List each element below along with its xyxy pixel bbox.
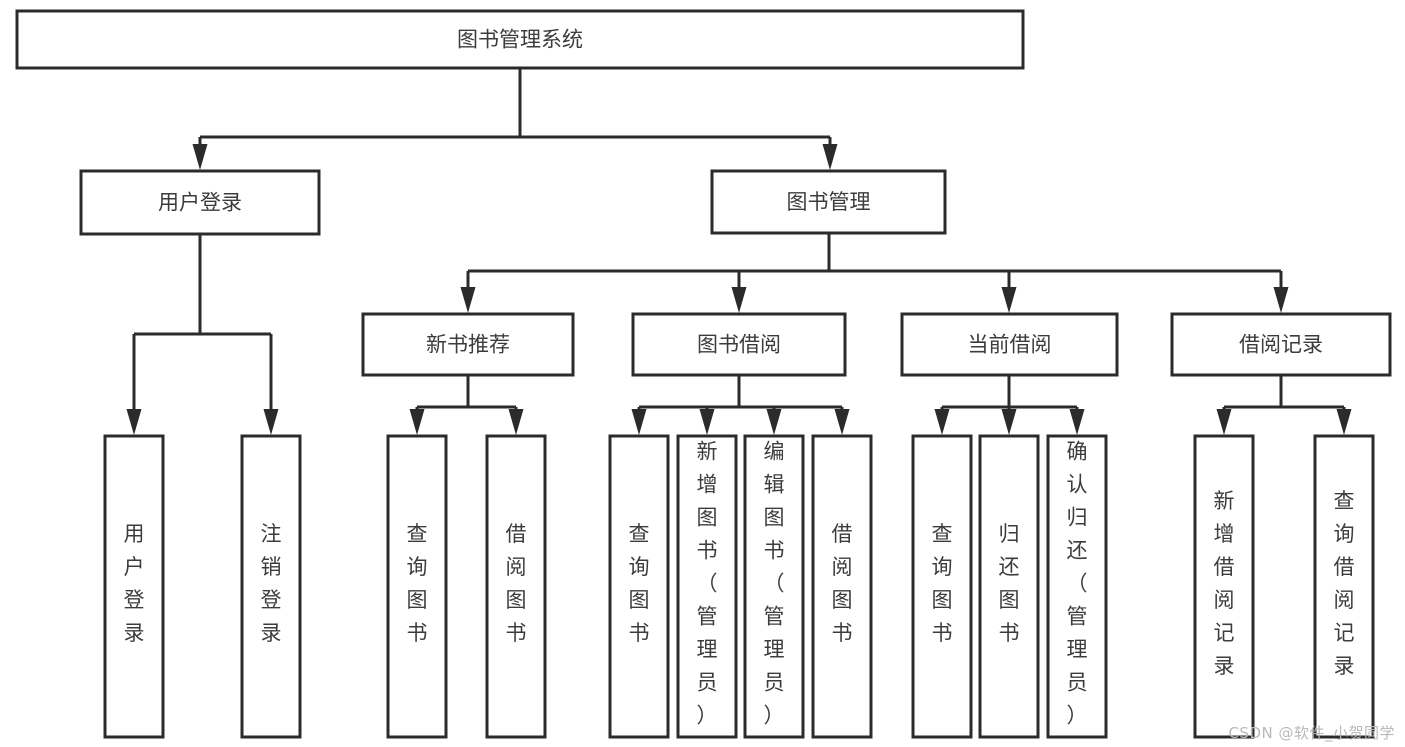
node-leaf-11[interactable]: 确认归还（管理员） [1046, 434, 1108, 739]
node-leaf-2[interactable]: 注销登录 [240, 434, 302, 739]
csdn-watermark: CSDN @软件_小贺同学 [1228, 724, 1395, 742]
node-box[interactable] [608, 434, 670, 739]
node-level2-2[interactable]: 图书管理 [710, 169, 947, 235]
arrow-head-icon [1001, 287, 1017, 313]
node-leaf-12[interactable]: 新增借阅记录 [1193, 434, 1255, 739]
arrow-head-icon [731, 287, 747, 313]
node-label: 新书推荐 [426, 333, 510, 357]
arrow-head-icon [1216, 409, 1232, 435]
node-label: 查询借阅记录 [1334, 489, 1355, 678]
node-leaf-8[interactable]: 借阅图书 [811, 434, 873, 739]
arrow-head-icon [834, 409, 850, 435]
node-box[interactable] [631, 312, 847, 377]
arrow-head-icon [1336, 409, 1352, 435]
node-label: 查询图书 [407, 522, 428, 645]
node-label: 借阅图书 [832, 522, 853, 645]
arrow-head-icon [822, 144, 838, 170]
connector-group [934, 375, 1085, 435]
node-box[interactable] [911, 434, 973, 739]
node-label: 编辑图书（管理员） [764, 440, 785, 728]
node-label: 新增借阅记录 [1214, 489, 1235, 678]
connector-group [1216, 375, 1352, 435]
node-box[interactable] [386, 434, 448, 739]
node-root-1[interactable]: 图书管理系统 [15, 9, 1025, 70]
node-leaf-3[interactable]: 查询图书 [386, 434, 448, 739]
node-label: 新增图书（管理员） [697, 440, 718, 728]
node-label: 图书管理系统 [457, 28, 583, 52]
node-box[interactable] [743, 434, 805, 739]
node-leaf-6[interactable]: 新增图书（管理员） [676, 434, 738, 739]
arrow-head-icon [1273, 287, 1289, 313]
arrow-head-icon [766, 409, 782, 435]
node-label: 确认归还（管理员） [1067, 440, 1088, 728]
node-box[interactable] [15, 9, 1025, 70]
node-leaf-5[interactable]: 查询图书 [608, 434, 670, 739]
node-leaf-10[interactable]: 归还图书 [978, 434, 1040, 739]
node-box[interactable] [978, 434, 1040, 739]
arrow-head-icon [508, 409, 524, 435]
arrow-head-icon [934, 409, 950, 435]
connector-group [192, 68, 838, 170]
node-box[interactable] [240, 434, 302, 739]
node-box[interactable] [1046, 434, 1108, 739]
arrow-head-icon [631, 409, 647, 435]
node-label: 借阅图书 [506, 522, 527, 645]
node-label: 查询图书 [932, 522, 953, 645]
arrow-head-icon [192, 144, 208, 170]
connector-group [126, 234, 279, 435]
node-box[interactable] [1170, 312, 1392, 377]
node-label: 图书借阅 [697, 333, 781, 357]
node-box[interactable] [485, 434, 547, 739]
node-level3-4[interactable]: 借阅记录 [1170, 312, 1392, 377]
node-label: 用户登录 [158, 191, 242, 215]
arrow-head-icon [409, 409, 425, 435]
node-level3-2[interactable]: 图书借阅 [631, 312, 847, 377]
node-label: 借阅记录 [1239, 333, 1323, 357]
node-box[interactable] [710, 169, 947, 235]
connector-group [631, 375, 850, 435]
node-leaf-9[interactable]: 查询图书 [911, 434, 973, 739]
node-label: 归还图书 [999, 522, 1020, 645]
node-leaf-1[interactable]: 用户登录 [103, 434, 165, 739]
node-box[interactable] [900, 312, 1119, 377]
node-box[interactable] [1193, 434, 1255, 739]
node-level2-1[interactable]: 用户登录 [79, 169, 321, 236]
node-leaf-13[interactable]: 查询借阅记录 [1313, 434, 1375, 739]
node-box[interactable] [1313, 434, 1375, 739]
node-box[interactable] [103, 434, 165, 739]
arrow-head-icon [126, 409, 142, 435]
node-label: 当前借阅 [968, 333, 1052, 357]
arrow-head-icon [460, 287, 476, 313]
node-label: 查询图书 [629, 522, 650, 645]
arrow-head-icon [1069, 409, 1085, 435]
node-level3-3[interactable]: 当前借阅 [900, 312, 1119, 377]
node-label: 用户登录 [124, 522, 145, 645]
arrow-head-icon [263, 409, 279, 435]
node-box[interactable] [676, 434, 738, 739]
connector-group [409, 375, 524, 435]
connectors-layer [126, 68, 1352, 435]
node-leaf-7[interactable]: 编辑图书（管理员） [743, 434, 805, 739]
arrow-head-icon [699, 409, 715, 435]
node-label: 注销登录 [261, 522, 282, 645]
connector-group [460, 233, 1289, 313]
nodes-layer: 图书管理系统用户登录图书管理新书推荐图书借阅当前借阅借阅记录用户登录注销登录查询… [15, 9, 1392, 739]
node-box[interactable] [79, 169, 321, 236]
arrow-head-icon [1001, 409, 1017, 435]
node-level3-1[interactable]: 新书推荐 [361, 312, 575, 377]
node-box[interactable] [811, 434, 873, 739]
node-box[interactable] [361, 312, 575, 377]
node-label: 图书管理 [787, 190, 871, 214]
node-leaf-4[interactable]: 借阅图书 [485, 434, 547, 739]
